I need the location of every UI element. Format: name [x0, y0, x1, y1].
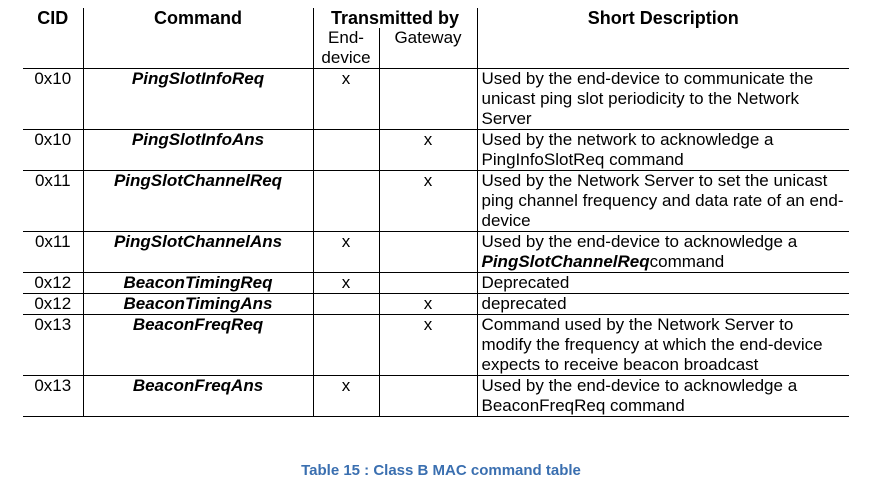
cell-end-device: x — [312, 231, 379, 273]
cell-gateway: x — [378, 170, 477, 232]
cell-cid: 0x13 — [23, 314, 83, 376]
cell-gateway — [378, 375, 477, 417]
cell-description: Command used by the Network Server to mo… — [476, 314, 849, 376]
cell-command: BeaconFreqAns — [82, 375, 313, 417]
table-header: CID Command Transmitted by Short Descrip… — [23, 8, 849, 69]
cell-description: Used by the end-device to acknowledge a … — [476, 375, 849, 417]
description-text: Used by the Network Server to set the un… — [481, 171, 844, 230]
cell-cid: 0x12 — [23, 272, 83, 294]
description-text: Used by the network to acknowledge a Pin… — [481, 130, 774, 169]
header-end-device-line2: device — [321, 48, 371, 67]
cell-command: PingSlotChannelReq — [82, 170, 313, 232]
cell-command: BeaconTimingAns — [82, 293, 313, 315]
cell-gateway: x — [378, 314, 477, 376]
cell-description: Used by the network to acknowledge a Pin… — [476, 129, 849, 171]
description-text: Command used by the Network Server to mo… — [481, 315, 823, 374]
description-tail: command — [649, 252, 725, 271]
cell-description: Used by the Network Server to set the un… — [476, 170, 849, 232]
cell-end-device — [312, 293, 379, 315]
header-short-description: Short Description — [476, 8, 849, 69]
description-text: Used by the end-device to acknowledge a … — [481, 376, 798, 415]
cell-cid: 0x10 — [23, 129, 83, 171]
cell-end-device — [312, 170, 379, 232]
header-end-device-line1: End- — [328, 28, 364, 47]
cell-end-device — [312, 129, 379, 171]
cell-gateway — [378, 68, 477, 130]
cell-command: PingSlotInfoReq — [82, 68, 313, 130]
cell-command: PingSlotChannelAns — [82, 231, 313, 273]
cell-end-device: x — [312, 272, 379, 294]
cell-description: deprecated — [476, 293, 849, 315]
cell-command: PingSlotInfoAns — [82, 129, 313, 171]
cell-gateway: x — [378, 129, 477, 171]
description-text: Used by the end-device to communicate th… — [481, 69, 814, 128]
cell-cid: 0x11 — [23, 231, 83, 273]
cell-command: BeaconTimingReq — [82, 272, 313, 294]
header-end-device: End- device — [312, 28, 379, 69]
header-cid: CID — [37, 8, 69, 28]
cell-end-device — [312, 314, 379, 376]
mac-command-table: CID Command Transmitted by Short Descrip… — [23, 8, 849, 417]
cell-gateway: x — [378, 293, 477, 315]
header-command: Command — [82, 8, 313, 69]
header-transmitted-by: Transmitted by — [312, 8, 477, 28]
header-gateway: Gateway — [378, 28, 477, 69]
description-command-ref: PingSlotChannelReq — [481, 252, 650, 271]
cell-description: Used by the end-device to communicate th… — [476, 68, 849, 130]
cell-description: Deprecated — [476, 272, 849, 294]
cell-command: BeaconFreqReq — [82, 314, 313, 376]
cell-gateway — [378, 272, 477, 294]
cell-cid: 0x12 — [23, 293, 83, 315]
cell-cid: 0x11 — [23, 170, 83, 232]
cell-end-device: x — [312, 68, 379, 130]
description-text: Deprecated — [481, 273, 570, 292]
table-caption: Table 15 : Class B MAC command table — [301, 462, 581, 479]
description-text: Used by the end-device to acknowledge a — [481, 232, 798, 251]
cell-cid: 0x10 — [23, 68, 83, 130]
cell-gateway — [378, 231, 477, 273]
cell-cid: 0x13 — [23, 375, 83, 417]
cell-description: Used by the end-device to acknowledge a … — [476, 231, 849, 273]
description-text: deprecated — [481, 294, 567, 313]
cell-end-device: x — [312, 375, 379, 417]
